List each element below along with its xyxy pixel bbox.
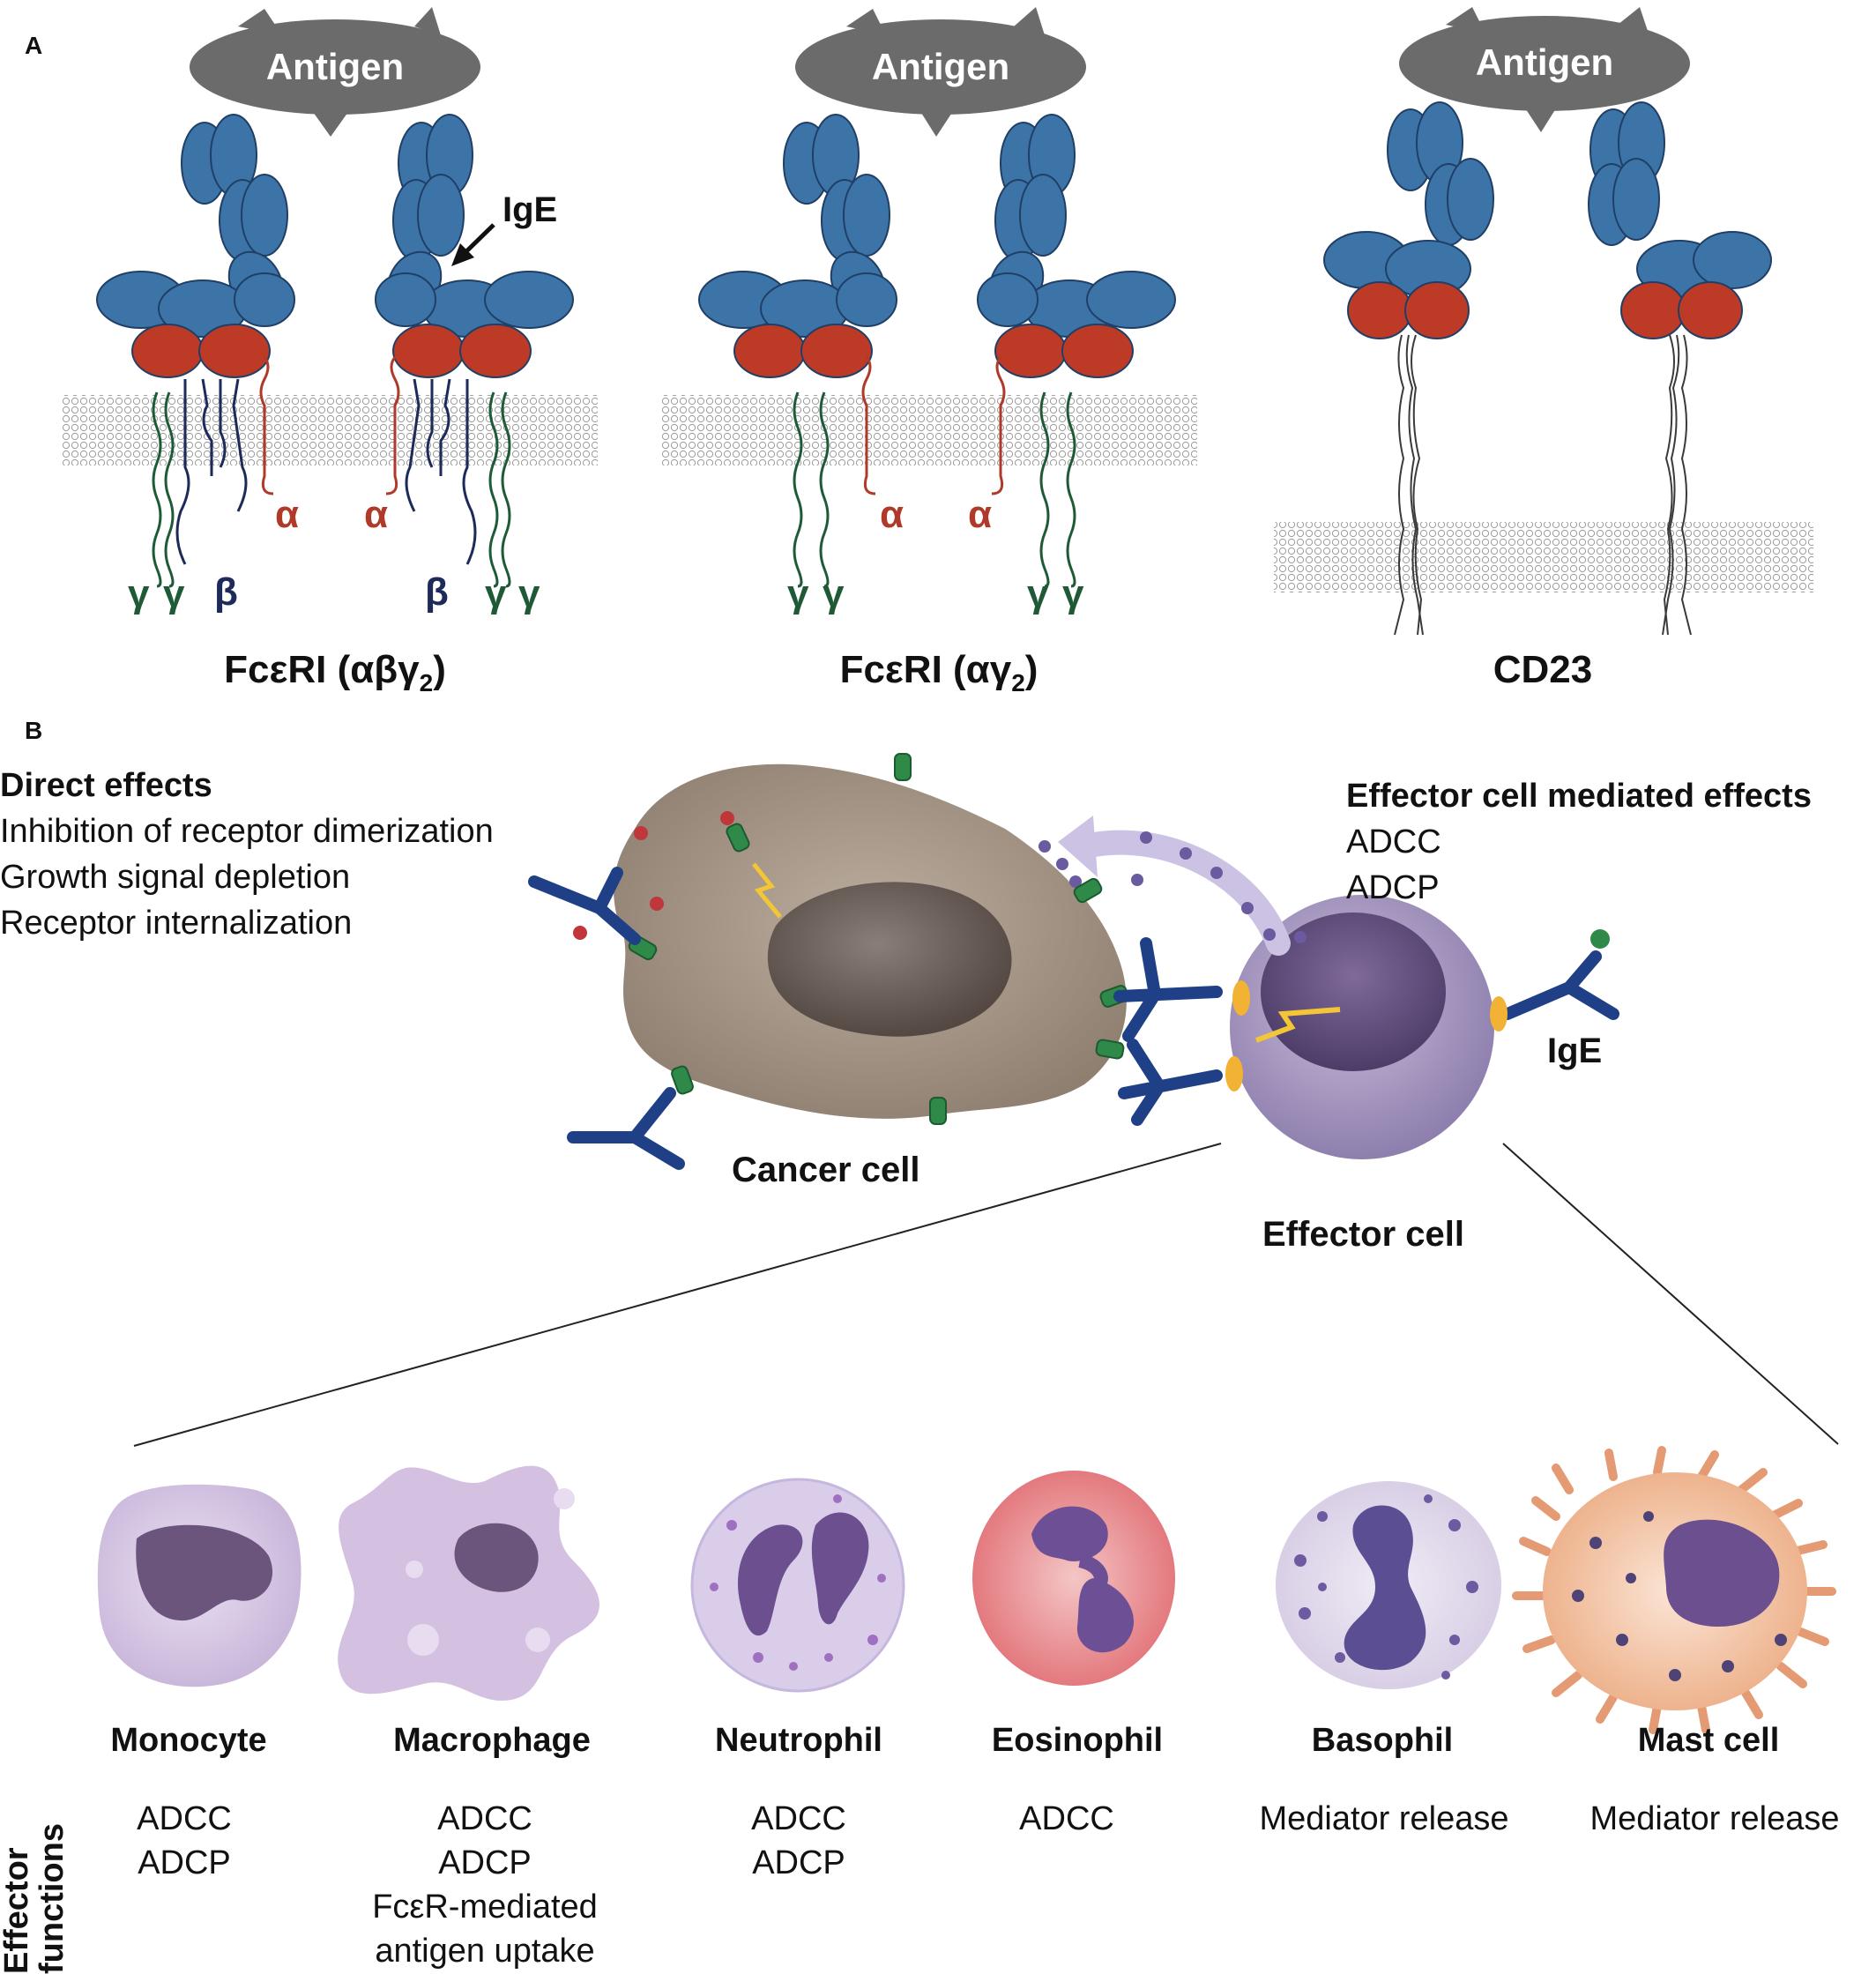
effector-cell-label: Effector cell — [1262, 1215, 1464, 1254]
antigen-label-2: Antigen — [871, 46, 1010, 87]
fc-receptors-effector — [1225, 980, 1508, 1091]
gamma-label-5: γ — [787, 572, 809, 615]
cell-name-macrophage: Macrophage — [393, 1722, 591, 1759]
ige-pointer-arrow — [451, 223, 495, 266]
zoom-line-right — [1502, 1143, 1839, 1445]
ige-receptor-3 — [1323, 101, 1772, 339]
functions-basophil: Mediator release — [1259, 1800, 1509, 1837]
effector-effect-2: ADCP — [1346, 869, 1440, 906]
release-arrow — [1072, 830, 1291, 956]
functions-mast-cell: Mediator release — [1589, 1800, 1840, 1837]
direct-effect-1: Inhibition of receptor dimerization — [0, 813, 494, 850]
chains-3 — [1394, 334, 1692, 636]
basophil-graphic — [1276, 1481, 1501, 1689]
gamma-label-6: γ — [823, 572, 845, 615]
antigen-3 — [1399, 7, 1690, 132]
panel-b-graphics — [97, 753, 1839, 1734]
cancer-cell-label: Cancer cell — [732, 1151, 920, 1189]
gamma-label-7: γ — [1027, 572, 1049, 615]
direct-effects-title: Direct effects — [0, 767, 212, 804]
antigen-1 — [190, 7, 480, 137]
signal-lightning-1 — [752, 862, 782, 919]
panel-b-label: B — [25, 717, 43, 744]
ige-label: IgE — [502, 190, 558, 229]
cell-name-neutrophil: Neutrophil — [715, 1722, 882, 1759]
mast-cell-graphic — [1512, 1446, 1836, 1734]
cell-name-monocyte: Monocyte — [110, 1722, 267, 1759]
gamma-label-1: γ — [128, 572, 150, 615]
cell-name-eosinophil: Eosinophil — [991, 1722, 1164, 1759]
direct-effect-2: Growth signal depletion — [0, 859, 351, 896]
gamma-label-4: γ — [518, 572, 540, 615]
effector-effects-title: Effector cell mediated effects — [1346, 778, 1812, 815]
mediator-granules — [1038, 831, 1306, 943]
antigen-2 — [795, 7, 1086, 137]
membrane-3 — [1274, 522, 1813, 592]
cell-name-basophil: Basophil — [1311, 1722, 1454, 1759]
membrane-1 — [62, 395, 598, 466]
effector-cell-nucleus — [1261, 913, 1446, 1071]
ige-receptor-2 — [698, 114, 1176, 378]
bound-ligand — [1590, 929, 1610, 949]
receptor-title-1: FcεRI (αβγ2) — [224, 648, 446, 696]
signal-lightning-2 — [1254, 1007, 1341, 1043]
direct-effect-3: Receptor internalization — [0, 905, 353, 942]
alpha-label-4: α — [968, 493, 993, 536]
beta-label-1: β — [214, 570, 238, 614]
ligand-dots — [573, 811, 734, 940]
alpha-label-2: α — [364, 493, 389, 536]
antigen-label-3: Antigen — [1475, 41, 1614, 83]
chains-2 — [793, 356, 1076, 588]
gamma-label-2: γ — [163, 572, 185, 615]
gamma-label-3: γ — [485, 572, 507, 615]
macrophage-graphic — [338, 1465, 599, 1701]
gamma-label-8: γ — [1062, 572, 1084, 615]
neutrophil-graphic — [690, 1478, 905, 1693]
panel-a-label: A — [25, 32, 43, 59]
cancer-cell-nucleus — [767, 882, 1012, 1037]
panel-a-graphics — [62, 7, 1813, 636]
beta-label-2: β — [425, 570, 449, 614]
eosinophil-graphic — [972, 1471, 1175, 1686]
receptor-title-2: FcεRI (αγ2) — [839, 648, 1038, 696]
alpha-label-3: α — [880, 493, 904, 536]
receptor-title-3: CD23 — [1493, 648, 1593, 691]
effector-effect-1: ADCC — [1346, 823, 1441, 860]
membrane-2 — [661, 395, 1197, 466]
ige-label-b: IgE — [1547, 1032, 1603, 1070]
cell-name-mast-cell: Mast cell — [1637, 1722, 1780, 1759]
antigen-label-1: Antigen — [265, 46, 405, 87]
zoom-line-left — [133, 1143, 1222, 1447]
ige-receptor-1 — [96, 114, 574, 378]
chains-1 — [152, 356, 511, 588]
alpha-label-1: α — [275, 493, 300, 536]
effector-functions-label: Effector functions — [0, 1823, 71, 1974]
functions-eosinophil: ADCC — [1019, 1800, 1114, 1837]
ige-antibodies — [528, 867, 1619, 1170]
monocyte-graphic — [97, 1484, 302, 1687]
